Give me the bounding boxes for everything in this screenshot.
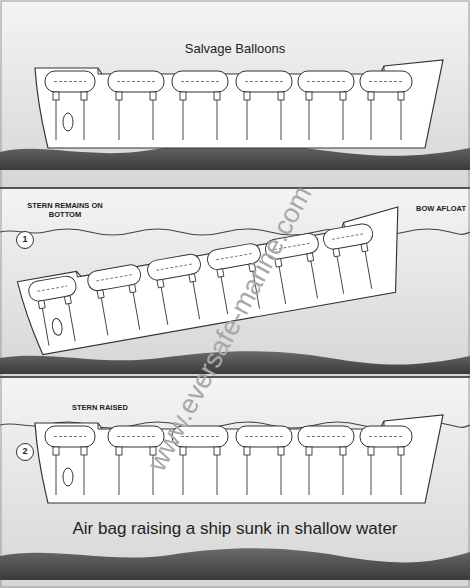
figure-label: Salvage Balloons (150, 42, 320, 57)
panel-divider (0, 376, 470, 378)
sea-bed (0, 351, 470, 374)
panel-ground (0, 0, 470, 187)
ship-raised (35, 415, 443, 503)
callout-circle (17, 444, 34, 461)
water-surface (0, 229, 470, 235)
watermark: www.eversafe-marine.com (127, 153, 333, 503)
callout-number: 2 (16, 446, 34, 456)
state-label: STERN RAISED (72, 404, 152, 413)
sea-bed (0, 548, 470, 580)
caption: Air bag raising a ship sunk in shallow w… (10, 519, 460, 539)
callout-number: 1 (16, 234, 34, 244)
panel-ground (0, 378, 470, 588)
state-label: BOW AFLOAT (416, 205, 466, 214)
panel-divider (0, 187, 470, 189)
callout-circle (17, 232, 34, 249)
ship-sunk (35, 60, 443, 148)
state-label: STERN REMAINS ON BOTTOM (26, 202, 104, 219)
